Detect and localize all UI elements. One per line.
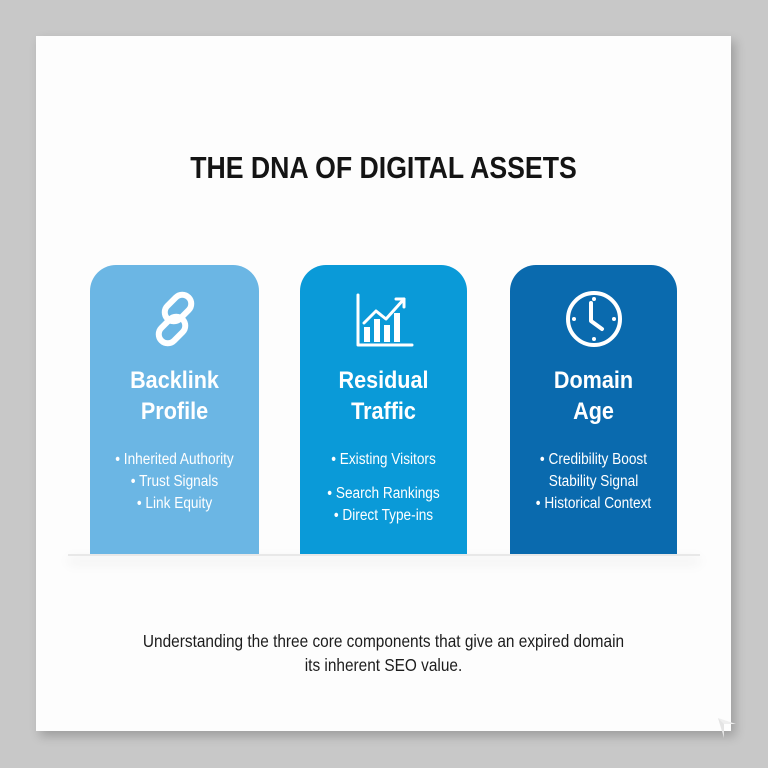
bullet-item: • Inherited Authority xyxy=(115,451,234,468)
card-backlink-profile: Backlink Profile • Inherited Authority •… xyxy=(90,265,259,554)
bullet-item: • Search Rankings xyxy=(327,485,440,502)
card-shelf-divider xyxy=(68,554,700,556)
clock-icon xyxy=(565,291,622,347)
heading-line: Profile xyxy=(140,398,209,425)
bullet-item: • Direct Type-ins xyxy=(333,507,434,524)
heading-line: Residual xyxy=(338,367,429,394)
bullet-item: • Link Equity xyxy=(136,495,213,512)
heading-line: Backlink xyxy=(130,367,219,394)
card-heading: Domain Age xyxy=(518,365,668,427)
bullet-item: • Credibility Boost xyxy=(539,451,648,468)
growth-chart-icon xyxy=(356,293,413,347)
sparkle-corner-icon xyxy=(718,718,736,738)
bullet-item: Stability Signal xyxy=(548,473,639,490)
caption-line: its inherent SEO value. xyxy=(304,655,463,675)
card-domain-age: Domain Age • Credibility Boost Stability… xyxy=(510,265,677,554)
bullet-item: • Historical Context xyxy=(535,495,652,512)
heading-line: Age xyxy=(573,398,614,425)
bullet-item: • Trust Signals xyxy=(130,473,219,490)
card-residual-traffic: Residual Traffic • Existing Visitors • S… xyxy=(300,265,467,554)
chain-link-icon xyxy=(155,291,194,347)
heading-line: Traffic xyxy=(351,398,416,425)
caption-line: Understanding the three core components … xyxy=(142,631,625,651)
bullet-list: • Credibility Boost Stability Signal • H… xyxy=(520,449,667,515)
card-heading: Backlink Profile xyxy=(98,365,250,427)
page-title: THE DNA OF DIGITAL ASSETS xyxy=(190,150,577,185)
heading-line: Domain xyxy=(553,367,634,394)
infographic-sheet: THE DNA OF DIGITAL ASSETS Backlink Profi… xyxy=(36,36,731,731)
caption: Understanding the three core components … xyxy=(78,629,690,677)
bullet-list: • Existing Visitors • Search Rankings • … xyxy=(310,449,457,527)
bullet-list: • Inherited Authority • Trust Signals • … xyxy=(100,449,249,515)
card-heading: Residual Traffic xyxy=(308,365,458,427)
bullet-item: • Existing Visitors xyxy=(331,451,436,468)
